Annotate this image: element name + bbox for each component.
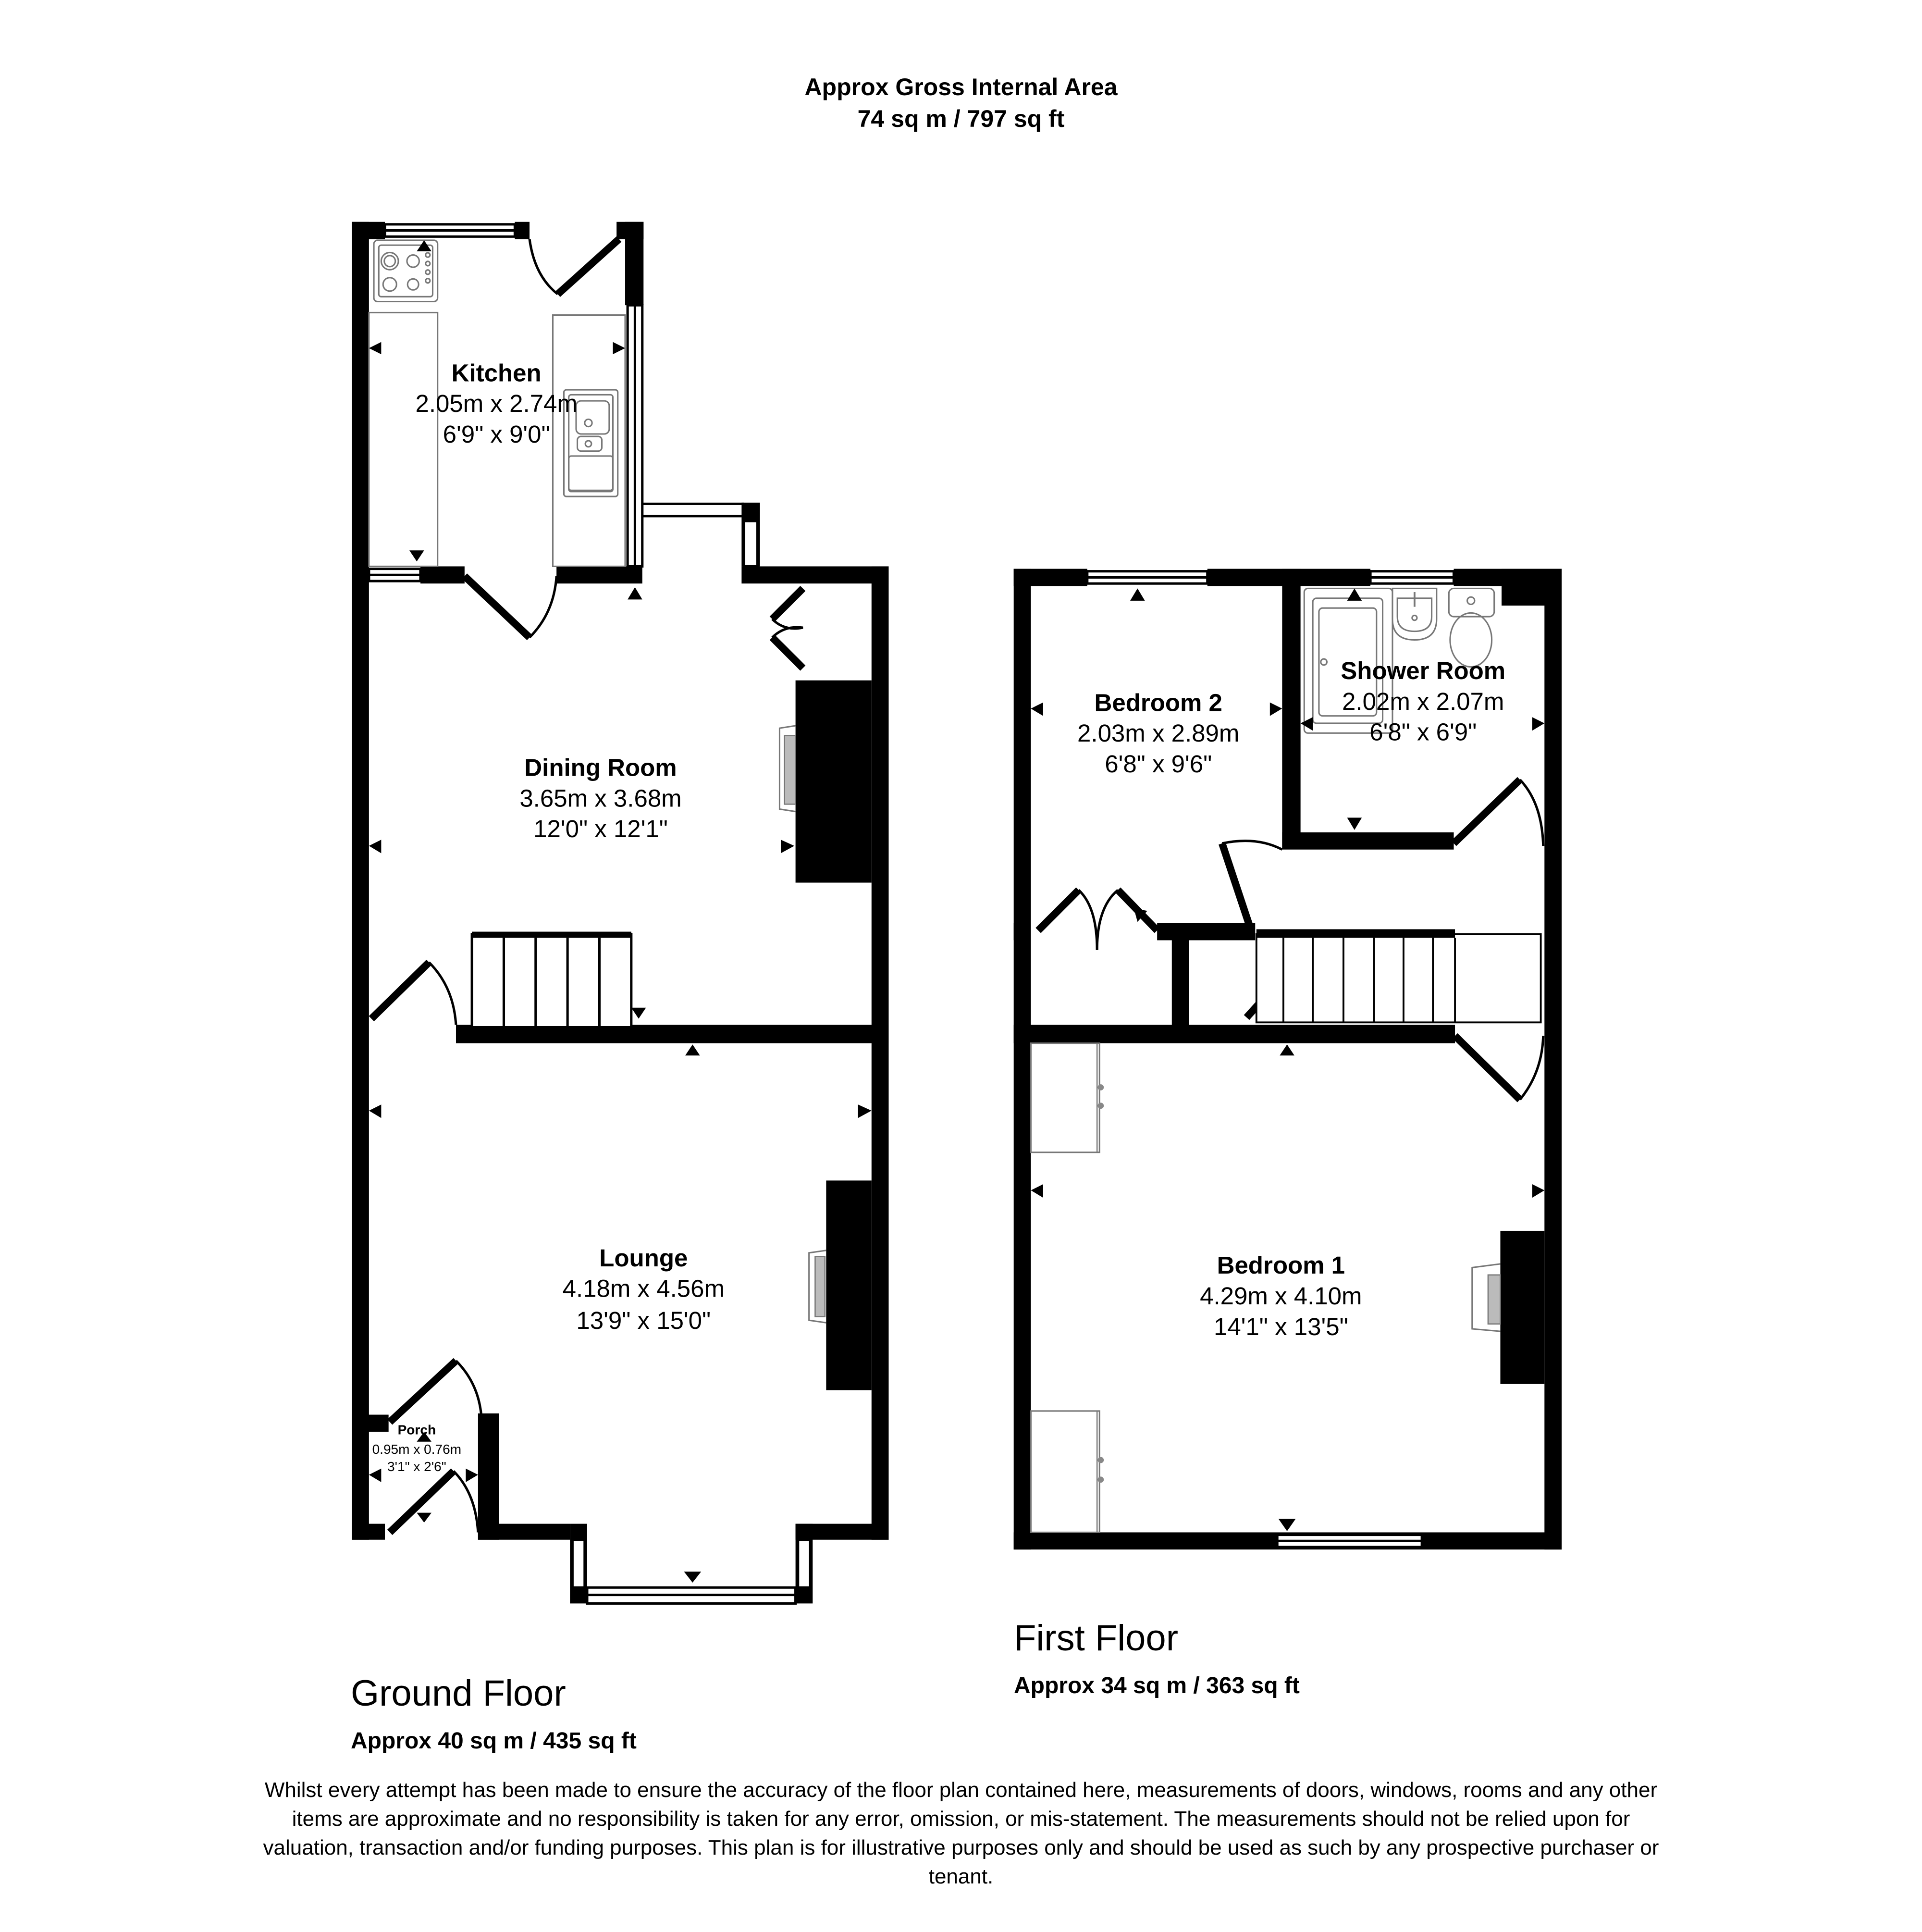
room-imperial: 6'9" x 9'0": [443, 421, 550, 448]
wardrobe-icon: [1035, 887, 1160, 950]
gross-area-title: Approx Gross Internal Area: [804, 74, 1118, 100]
door-swing-icon: [1451, 777, 1545, 846]
room-name: Bedroom 1: [1217, 1251, 1345, 1279]
room-metric: 4.29m x 4.10m: [1200, 1282, 1362, 1310]
staircase-icon: [1255, 929, 1542, 1024]
gross-area-header: Approx Gross Internal Area 74 sq m / 797…: [721, 71, 1201, 135]
hob-icon: [373, 239, 439, 303]
dimension-arrow-icon: [1031, 588, 1545, 1531]
cupboard-door-icon: [769, 585, 806, 671]
dimension-arrow-icon: [369, 240, 872, 1583]
wardrobe-icon: [1030, 1042, 1104, 1533]
room-name: Porch: [398, 1422, 436, 1437]
room-imperial: 6'8" x 9'6": [1105, 750, 1212, 778]
fireplace-icon: [778, 725, 796, 813]
staircase-icon: [470, 931, 633, 1029]
room-label-bedroom-1: Bedroom 1 4.29m x 4.10m 14'1" x 13'5": [1200, 1251, 1362, 1340]
fireplace-icon: [1471, 1263, 1501, 1332]
first-floor-plan: [1013, 569, 1562, 1550]
window-icon: [571, 1538, 586, 1589]
toilet-icon: [1448, 587, 1495, 668]
room-imperial: 14'1" x 13'5": [1214, 1313, 1348, 1340]
ground-floor-plan: [352, 222, 889, 1605]
fireplace-icon: [808, 1250, 826, 1324]
shower-tray-icon: [1303, 587, 1393, 734]
door-swing-icon: [1452, 1033, 1545, 1102]
first-floor-title: First Floor: [1014, 1618, 1178, 1659]
kitchen-walls: [352, 222, 644, 1540]
first-floor-walls: [1013, 569, 1562, 1550]
room-metric: 4.18m x 4.56m: [563, 1275, 725, 1302]
room-imperial: 3'1" x 2'6": [387, 1459, 446, 1474]
room-name: Bedroom 2: [1095, 689, 1222, 716]
lounge-walls: [352, 1180, 889, 1604]
ground-floor-area: Approx 40 sq m / 435 sq ft: [351, 1728, 637, 1754]
first-floor-area: Approx 34 sq m / 363 sq ft: [1014, 1673, 1300, 1698]
room-label-shower-room: Shower Room 2.02m x 2.07m 6'8" x 6'9": [1341, 657, 1505, 746]
room-name: Kitchen: [452, 359, 542, 386]
room-label-bedroom-2: Bedroom 2 2.03m x 2.89m 6'8" x 9'6": [1077, 689, 1239, 778]
disclaimer-text: Whilst every attempt has been made to en…: [263, 1778, 1659, 1888]
door-swing-icon: [528, 236, 622, 297]
room-metric: 2.02m x 2.07m: [1342, 688, 1504, 715]
room-imperial: 6'8" x 6'9": [1369, 718, 1477, 746]
sink-icon: [563, 389, 619, 497]
dining-room-walls: [456, 502, 889, 1540]
room-label-porch: Porch 0.95m x 0.76m 3'1" x 2'6": [372, 1422, 462, 1474]
door-swing-icon: [369, 959, 457, 1025]
door-swing-icon: [387, 1468, 480, 1535]
room-name: Shower Room: [1341, 657, 1505, 684]
worktop: [368, 311, 439, 567]
room-metric: 2.05m x 2.74m: [415, 390, 577, 417]
room-metric: 3.65m x 3.68m: [519, 784, 681, 812]
room-label-lounge: Lounge 4.18m x 4.56m 13'9" x 15'0": [563, 1244, 725, 1334]
room-label-kitchen: Kitchen 2.05m x 2.74m 6'9" x 9'0": [415, 359, 577, 448]
ground-floor-title: Ground Floor: [351, 1673, 566, 1714]
door-swing-icon: [462, 573, 558, 640]
room-label-dining-room: Dining Room 3.65m x 3.68m 12'0" x 12'1": [519, 754, 681, 843]
room-imperial: 12'0" x 12'1": [533, 815, 668, 842]
gross-area-value: 74 sq m / 797 sq ft: [857, 105, 1065, 132]
room-metric: 2.03m x 2.89m: [1077, 719, 1239, 747]
room-name: Dining Room: [524, 754, 677, 781]
worktop: [552, 314, 626, 567]
room-imperial: 13'9" x 15'0": [576, 1307, 711, 1334]
door-swing-icon: [387, 1358, 483, 1425]
basin-icon: [1392, 587, 1438, 641]
window-icon: [797, 1538, 812, 1589]
room-metric: 0.95m x 0.76m: [372, 1442, 462, 1457]
window-icon: [742, 520, 759, 568]
door-swing-icon: [1219, 839, 1283, 929]
room-name: Lounge: [599, 1244, 688, 1272]
